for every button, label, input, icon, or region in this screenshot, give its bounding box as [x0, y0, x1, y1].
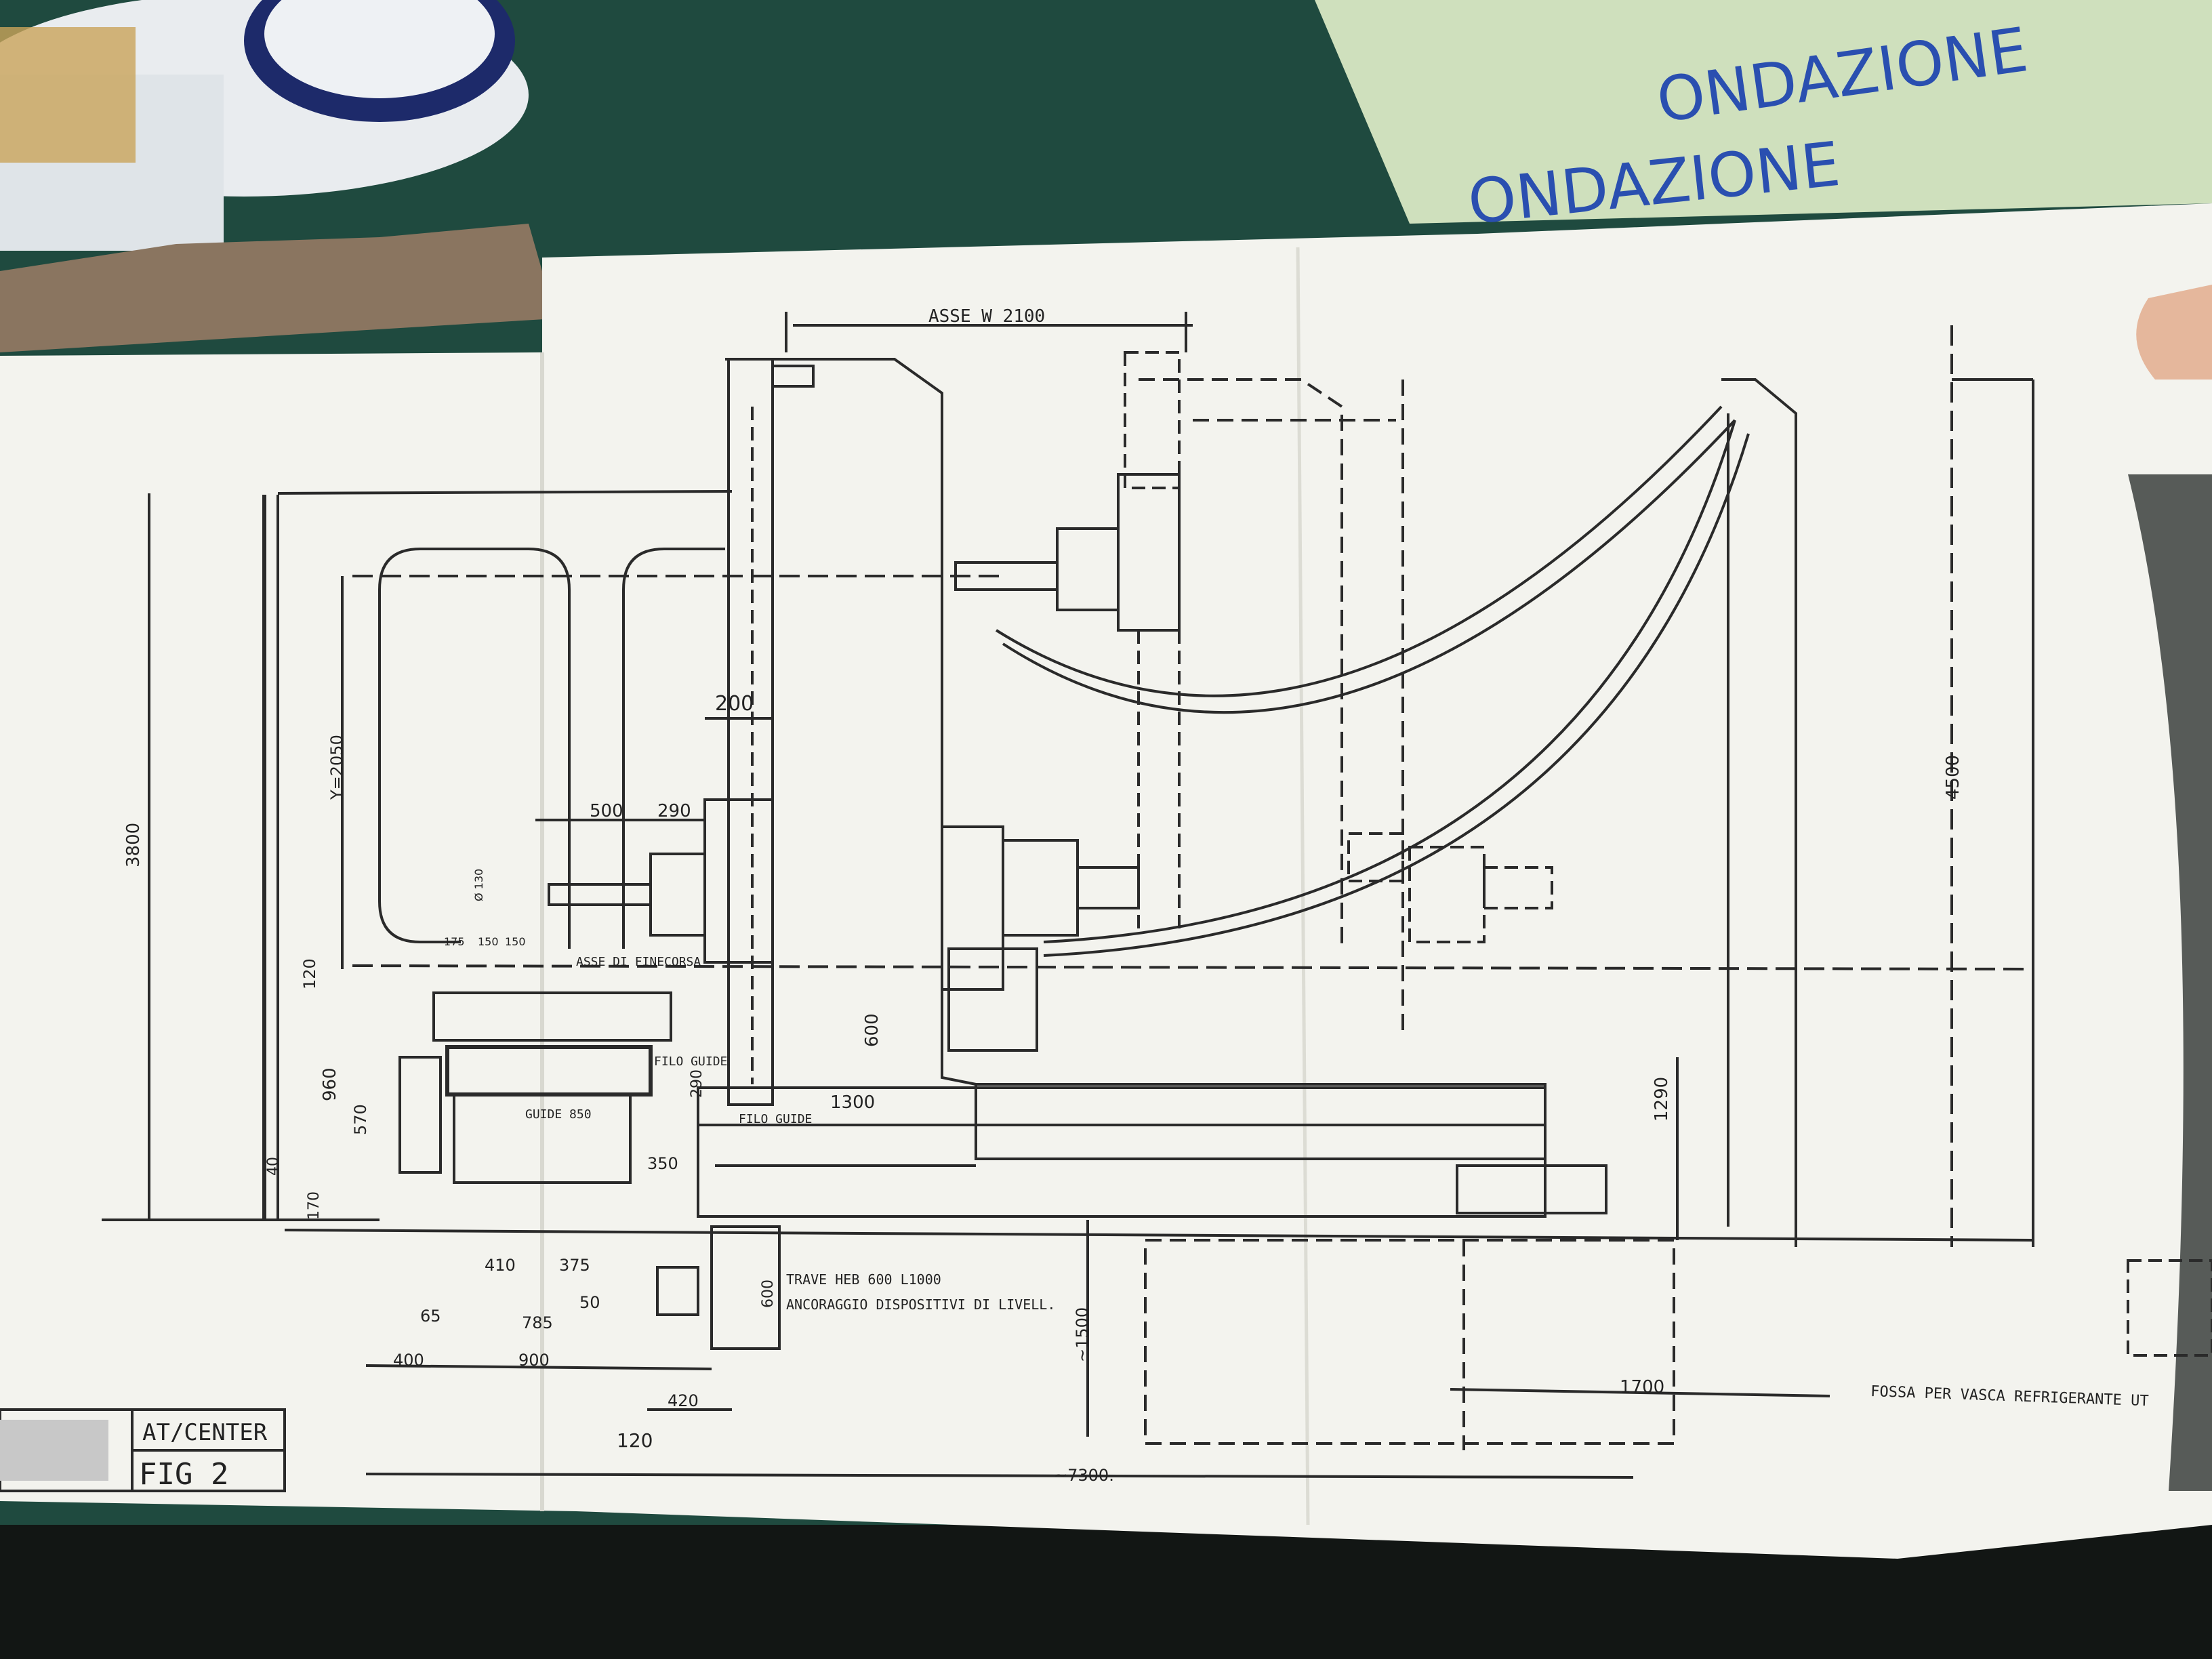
paper-sheet [0, 203, 2212, 1559]
dim-500: 500 [590, 801, 623, 821]
hand [2136, 285, 2212, 380]
dim-200: 200 [715, 692, 754, 716]
dim-600a: 600 [862, 1013, 882, 1047]
dim-350: 350 [647, 1154, 678, 1173]
dim-175: 175 [444, 935, 465, 948]
label-asse-w: ASSE W 2100 [928, 306, 1045, 327]
thumb-shadow [2128, 474, 2212, 1491]
label-trave-2: ANCORAGGIO DISPOSITIVI DI LIVELL. [786, 1296, 1055, 1313]
label-filo-guide-1: FILO GUIDE [654, 1054, 727, 1069]
label-guide-850: GUIDE 850 [525, 1107, 592, 1122]
dim-400: 400 [393, 1351, 424, 1370]
dim-410: 410 [485, 1256, 516, 1275]
dim-900: 900 [518, 1351, 550, 1370]
dim-960: 960 [320, 1067, 340, 1101]
dim-40: 40 [265, 1157, 282, 1176]
dim-4500: 4500 [1943, 755, 1963, 800]
mug [0, 0, 529, 251]
dim-290b: 290 [689, 1069, 705, 1098]
dim-375: 375 [559, 1256, 590, 1275]
dim-3800: 3800 [123, 823, 144, 867]
cloth [0, 224, 556, 352]
dim-785: 785 [522, 1313, 553, 1332]
label-filo-guide-2: FILO GUIDE [739, 1112, 812, 1126]
dim-290a: 290 [657, 801, 691, 821]
dim-y2050: Y=2050 [327, 735, 346, 800]
dim-600b: 600 [760, 1279, 777, 1308]
dim-150b: 150 [505, 935, 526, 948]
label-trave-1: TRAVE HEB 600 L1000 [786, 1271, 941, 1288]
dim-570: 570 [351, 1104, 370, 1135]
dim-1290: 1290 [1652, 1077, 1672, 1122]
dim-1700: 1700 [1620, 1377, 1664, 1397]
title-fig-2: FIG 2 [139, 1457, 228, 1492]
title-at-center: AT/CENTER [142, 1419, 268, 1446]
dim-65: 65 [420, 1307, 441, 1326]
dim-170: 170 [306, 1191, 323, 1220]
dim-120a: 120 [300, 958, 319, 989]
note-card [1315, 0, 2212, 224]
redacted-block [0, 1420, 108, 1481]
label-asse-finecorsa: ASSE DI FINECORSA [576, 955, 701, 969]
dim-120b: 120 [617, 1429, 653, 1452]
dim-420: 420 [668, 1391, 699, 1410]
dim-150a: 150 [478, 935, 499, 948]
dim-1500: ~1500 [1073, 1307, 1092, 1362]
dim-phi130: Ø 130 [472, 869, 485, 901]
dim-1300: 1300 [830, 1092, 875, 1113]
dim-50: 50 [579, 1293, 600, 1312]
dim-7300: ~7300. [1054, 1466, 1114, 1485]
